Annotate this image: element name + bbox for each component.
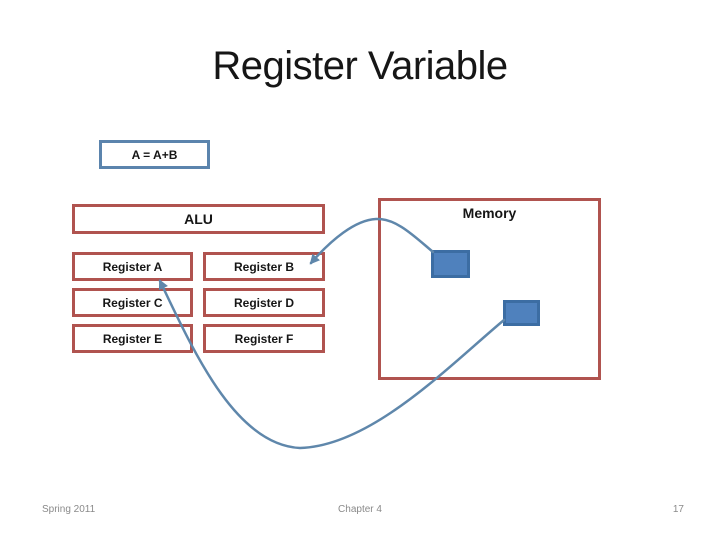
alu-label: ALU	[184, 211, 213, 227]
expression-box: A = A+B	[99, 140, 210, 169]
register-box-c: Register C	[72, 288, 193, 317]
memory-cell-2	[503, 300, 540, 326]
register-grid: Register A Register B Register C Registe…	[72, 252, 325, 353]
register-box-a: Register A	[72, 252, 193, 281]
footer-page-number: 17	[672, 504, 684, 515]
memory-box: Memory	[378, 198, 601, 380]
register-box-e: Register E	[72, 324, 193, 353]
memory-cell-1	[431, 250, 470, 278]
slide-title: Register Variable	[212, 44, 508, 88]
register-box-b: Register B	[203, 252, 325, 281]
alu-box: ALU	[72, 204, 325, 234]
footer-date: Spring 2011	[42, 504, 96, 515]
memory-label: Memory	[462, 205, 517, 221]
expression-label: A = A+B	[131, 147, 178, 162]
register-box-f: Register F	[203, 324, 325, 353]
footer-chapter: Chapter 4	[338, 504, 382, 515]
register-box-d: Register D	[203, 288, 325, 317]
